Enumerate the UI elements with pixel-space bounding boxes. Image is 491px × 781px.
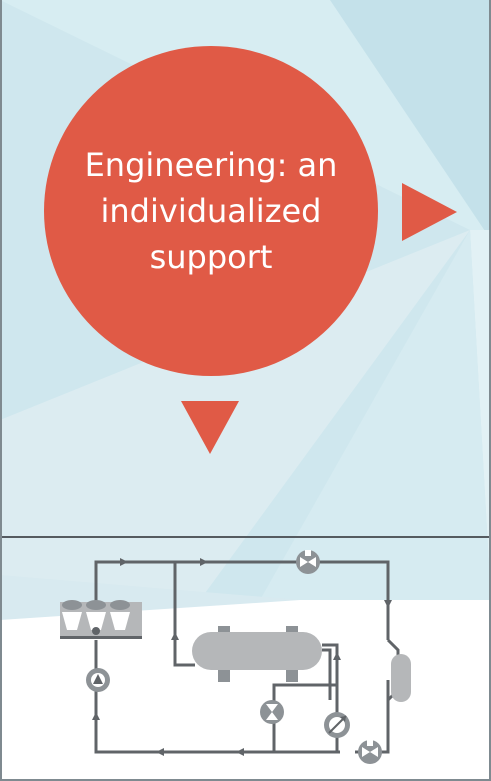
valve-icon (358, 740, 382, 764)
pump-icon (86, 668, 110, 692)
frame-bottom (0, 779, 491, 781)
flow-arrow (120, 558, 128, 566)
valve-icon (260, 700, 284, 724)
hero-title-line-1: Engineering: an (84, 146, 338, 184)
frame-left (0, 0, 2, 781)
hero-circle: Engineering: an individualized support (44, 46, 378, 376)
heat-exchanger-icon (386, 638, 411, 702)
section-divider (0, 536, 491, 538)
flow-meter-icon (324, 712, 350, 738)
hero-title-line-3: support (149, 238, 273, 276)
hero-title-line-2: individualized (100, 192, 322, 230)
hydraulic-diagram (60, 550, 411, 764)
tank-icon (192, 626, 322, 682)
chiller-icon (60, 600, 142, 639)
frame-right (489, 0, 491, 781)
arrow-down-icon[interactable] (181, 401, 239, 454)
arrow-right-icon[interactable] (402, 183, 457, 241)
valve-icon (296, 550, 320, 574)
hero-title: Engineering: an individualized support (76, 142, 346, 280)
